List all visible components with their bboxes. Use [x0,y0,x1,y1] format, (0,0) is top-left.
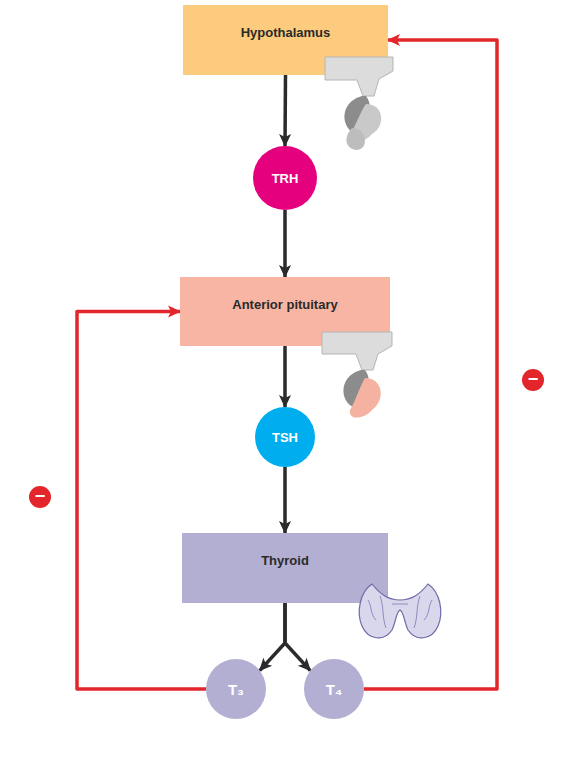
flow-arrow [283,346,287,407]
hormone-circle: TSH [255,407,315,467]
node-text: Anterior pituitary [232,297,337,313]
hormone-circle: T₃ [206,659,266,719]
node-text: Hypothalamus [241,25,331,41]
hypothalamus-box: Hypothalamus [183,5,388,75]
flow-arrow [285,603,310,671]
inhibition-sign: − [522,369,544,391]
node-text: T₄ [326,681,342,698]
thyroid-box: Thyroid [182,533,388,603]
feedback-arrow [77,312,206,690]
node-text: T₃ [228,681,244,698]
flow-arrow [283,75,287,146]
hormone-circle: TRH [253,146,317,210]
pituitary-box: Anterior pituitary [180,277,390,346]
flow-arrow [283,467,287,533]
node-text: TSH [272,430,298,445]
flow-arrow [260,603,285,671]
node-text: Thyroid [261,553,309,569]
flow-arrow [283,210,287,277]
plus-sign: + [281,682,289,698]
node-text: TRH [272,171,299,186]
inhibition-sign: − [29,486,51,508]
hormone-circle: T₄ [304,659,364,719]
